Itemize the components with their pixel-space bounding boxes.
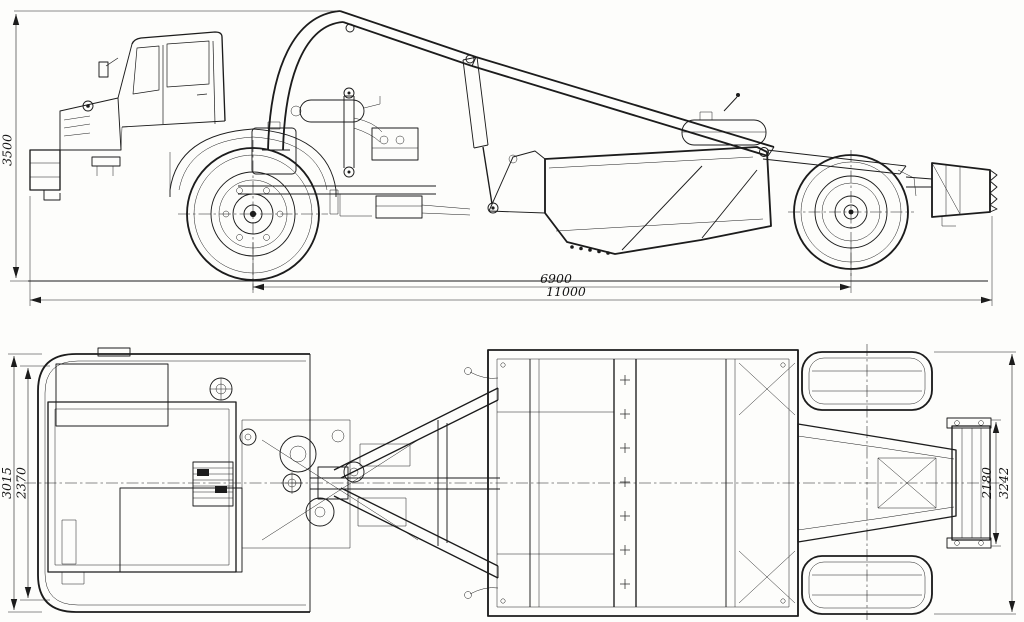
- lift-cylinder: [462, 54, 499, 214]
- dim-label-length: 11000: [546, 284, 586, 299]
- push-block: [931, 162, 991, 218]
- mirror: [98, 61, 109, 78]
- dimension-rear-frame-width-2180: 2180: [979, 419, 1001, 547]
- vent-panel-hatch: [119, 487, 243, 573]
- dimension-height-3500: 3500: [0, 10, 336, 282]
- bowl-plan: [487, 349, 799, 617]
- bowl-apron: [488, 150, 546, 214]
- tractor-plan: [37, 347, 311, 613]
- hood: [59, 97, 122, 151]
- rear-frame: [681, 93, 998, 227]
- scraper-bowl: [488, 146, 772, 255]
- rear-bumper-plate: [951, 425, 991, 541]
- gooseneck-side-beam: [475, 56, 775, 148]
- manifold-block: [192, 461, 234, 507]
- cab-front-window: [132, 45, 160, 95]
- door-handle: [196, 93, 208, 96]
- dimension-length-11000: 11000: [29, 196, 993, 306]
- front-bumper: [29, 149, 61, 191]
- tractor-cab: [29, 31, 339, 215]
- pump-block: [371, 127, 419, 161]
- dim-label-tractor-width: 2370: [14, 467, 29, 500]
- rear-tire-bottom: [801, 555, 933, 615]
- gooseneck: [262, 10, 775, 157]
- apex-block: [317, 466, 349, 500]
- dimension-rear-track-width-3242: 3242: [934, 351, 1016, 615]
- cylinder-clevis-bottom: [343, 166, 355, 178]
- mud-flap: [329, 189, 339, 215]
- cylinder-clevis-top: [343, 87, 355, 99]
- rear-wheels-plan: [801, 351, 933, 615]
- air-cleaner: [299, 99, 365, 123]
- push-block-serration: [989, 169, 998, 213]
- dimension-tractor-width-2370: 2370: [14, 365, 50, 601]
- dimension-overall-width-3015: 3015: [0, 353, 42, 613]
- windshield-pillar: [117, 43, 133, 99]
- tank-lever: [723, 96, 738, 112]
- rear-tire-top: [801, 351, 933, 411]
- dim-label-height: 3500: [0, 134, 15, 166]
- side-view: 3500: [0, 10, 998, 306]
- bowl-body: [544, 146, 772, 255]
- plan-view: 3015 2370 2180 3242: [0, 344, 1016, 620]
- ejector-bolts: [620, 375, 630, 589]
- door-window: [166, 40, 210, 88]
- draft-frame: [317, 367, 499, 599]
- hood-emblem: [82, 100, 94, 112]
- dim-label-rear-frame-width: 2180: [979, 467, 994, 500]
- engine-deck: [238, 87, 471, 219]
- radiator-grille-hatch: [55, 363, 169, 427]
- dim-label-wheelbase: 6900: [540, 271, 572, 286]
- fuel-tank: [251, 127, 297, 175]
- cab-roof: [131, 31, 226, 122]
- powertrain-plan: [192, 419, 500, 549]
- dim-label-overall-width: 3015: [0, 467, 14, 499]
- tow-hook: [43, 190, 61, 201]
- dimension-wheelbase-6900: 6900: [252, 242, 852, 293]
- step: [91, 156, 121, 167]
- rear-frame-plan: [797, 417, 992, 549]
- dim-label-rear-track-width: 3242: [996, 467, 1011, 499]
- hydraulic-tank: [681, 119, 767, 146]
- gearbox: [375, 195, 423, 219]
